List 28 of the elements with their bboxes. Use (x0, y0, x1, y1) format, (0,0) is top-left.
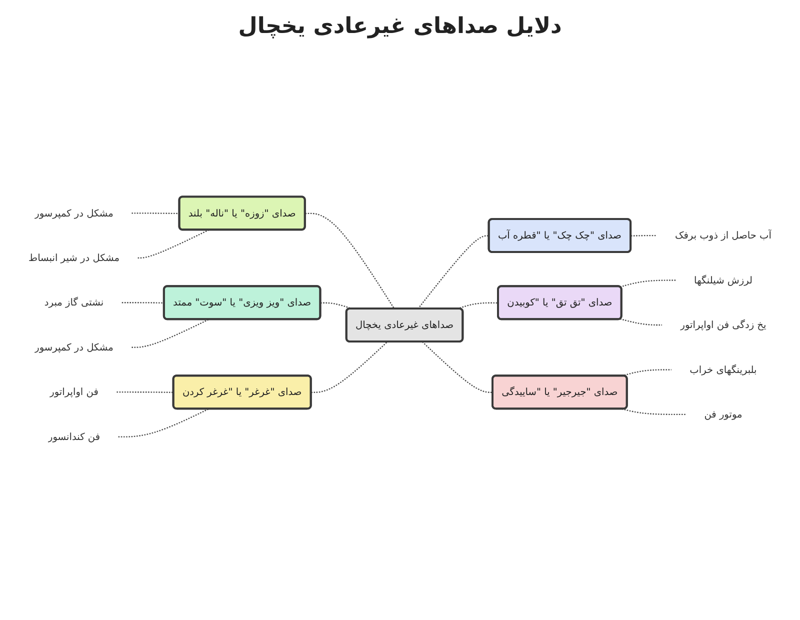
node-text: بلبرینگهای خراب (690, 364, 757, 376)
connector (457, 302, 498, 310)
node-text: مشکل در کمپرسور (34, 341, 114, 354)
connector (118, 408, 210, 438)
node-text: مشکل در شیر انبساط (28, 252, 120, 264)
connector (622, 408, 686, 416)
connector (622, 369, 672, 376)
connector (132, 212, 180, 214)
diagram-title: دلایل صداهای غیرعادی یخچال (237, 13, 563, 41)
node-text: فن کندانسور (48, 430, 100, 443)
node-text: لرزش شیلنگها (694, 274, 752, 286)
node-text: فن اواپراتور (50, 386, 98, 398)
node-text: یخ زدگی فن اواپراتور (680, 318, 766, 331)
connector (620, 318, 662, 326)
node-text: آب حاصل از ذوب برفک (674, 230, 772, 242)
connector (122, 302, 164, 304)
connector (620, 280, 676, 288)
connector (305, 212, 395, 310)
connector (132, 318, 210, 348)
connector (138, 229, 210, 258)
connector (116, 392, 174, 393)
connector (422, 341, 493, 393)
connector (418, 235, 490, 310)
connector (630, 234, 657, 236)
node-text: موتور فن (704, 408, 742, 420)
node-text: نشتی گاز مبرد (44, 296, 104, 308)
connector (311, 341, 388, 393)
node-text: مشکل در کمپرسور (34, 207, 114, 219)
